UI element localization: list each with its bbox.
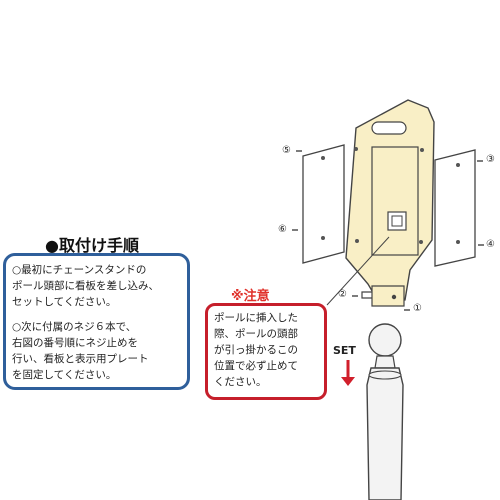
signboard xyxy=(345,99,435,302)
pole-body xyxy=(366,367,404,500)
callout-leader xyxy=(326,236,390,306)
step-line: ○最初にチェーンスタンドの xyxy=(12,264,147,276)
screw-number-2: ② xyxy=(338,289,347,300)
step-line: 右図の番号順にネジ止めを xyxy=(12,337,138,349)
caution-line: ポールに挿入した xyxy=(214,312,298,324)
step-line: セットしてください。 xyxy=(12,296,117,308)
instruction-step-1: ○最初にチェーンスタンドの ポール頭部に看板を差し込み、 セットしてください。 xyxy=(12,262,190,310)
caution-line: 際、ポールの頭部 xyxy=(214,328,298,340)
screw-hole xyxy=(391,294,397,300)
instructions-box: ○最初にチェーンスタンドの ポール頭部に看板を差し込み、 セットしてください。 … xyxy=(3,253,190,390)
instruction-step-2: ○次に付属のネジ６本で、 右図の番号順にネジ止めを 行い、看板と表示用プレート … xyxy=(12,319,190,383)
right-plate xyxy=(434,149,476,267)
step-line: を固定してください。 xyxy=(12,369,117,381)
caution-line: ください。 xyxy=(214,376,267,388)
screw-number-5: ⑤ xyxy=(282,145,291,156)
screw-number-1: ① xyxy=(413,303,422,314)
left-plate xyxy=(302,144,345,264)
step-line: ポール頭部に看板を差し込み、 xyxy=(12,280,159,292)
caution-title: ※注意 xyxy=(231,289,270,304)
signboard-plate-area xyxy=(371,146,419,256)
step-line: ○次に付属のネジ６本で、 xyxy=(12,321,137,333)
instructions-title: ●取付け手順 xyxy=(45,236,139,255)
caution-box: ポールに挿入した 際、ポールの頭部 が引っ掛かるこの 位置で必ず止めて ください… xyxy=(205,303,327,400)
caution-line: 位置で必ず止めて xyxy=(214,360,298,372)
signboard-pole-slot xyxy=(387,211,407,231)
step-line: 行い、看板と表示用プレート xyxy=(12,353,149,365)
screw-number-6: ⑥ xyxy=(278,224,287,235)
signboard-handle xyxy=(371,121,407,135)
screw-number-3: ③ xyxy=(486,154,495,165)
pole-head xyxy=(368,323,402,357)
set-label: SET xyxy=(333,344,356,357)
screw-number-4: ④ xyxy=(486,239,495,250)
caution-line: が引っ掛かるこの xyxy=(214,344,298,356)
